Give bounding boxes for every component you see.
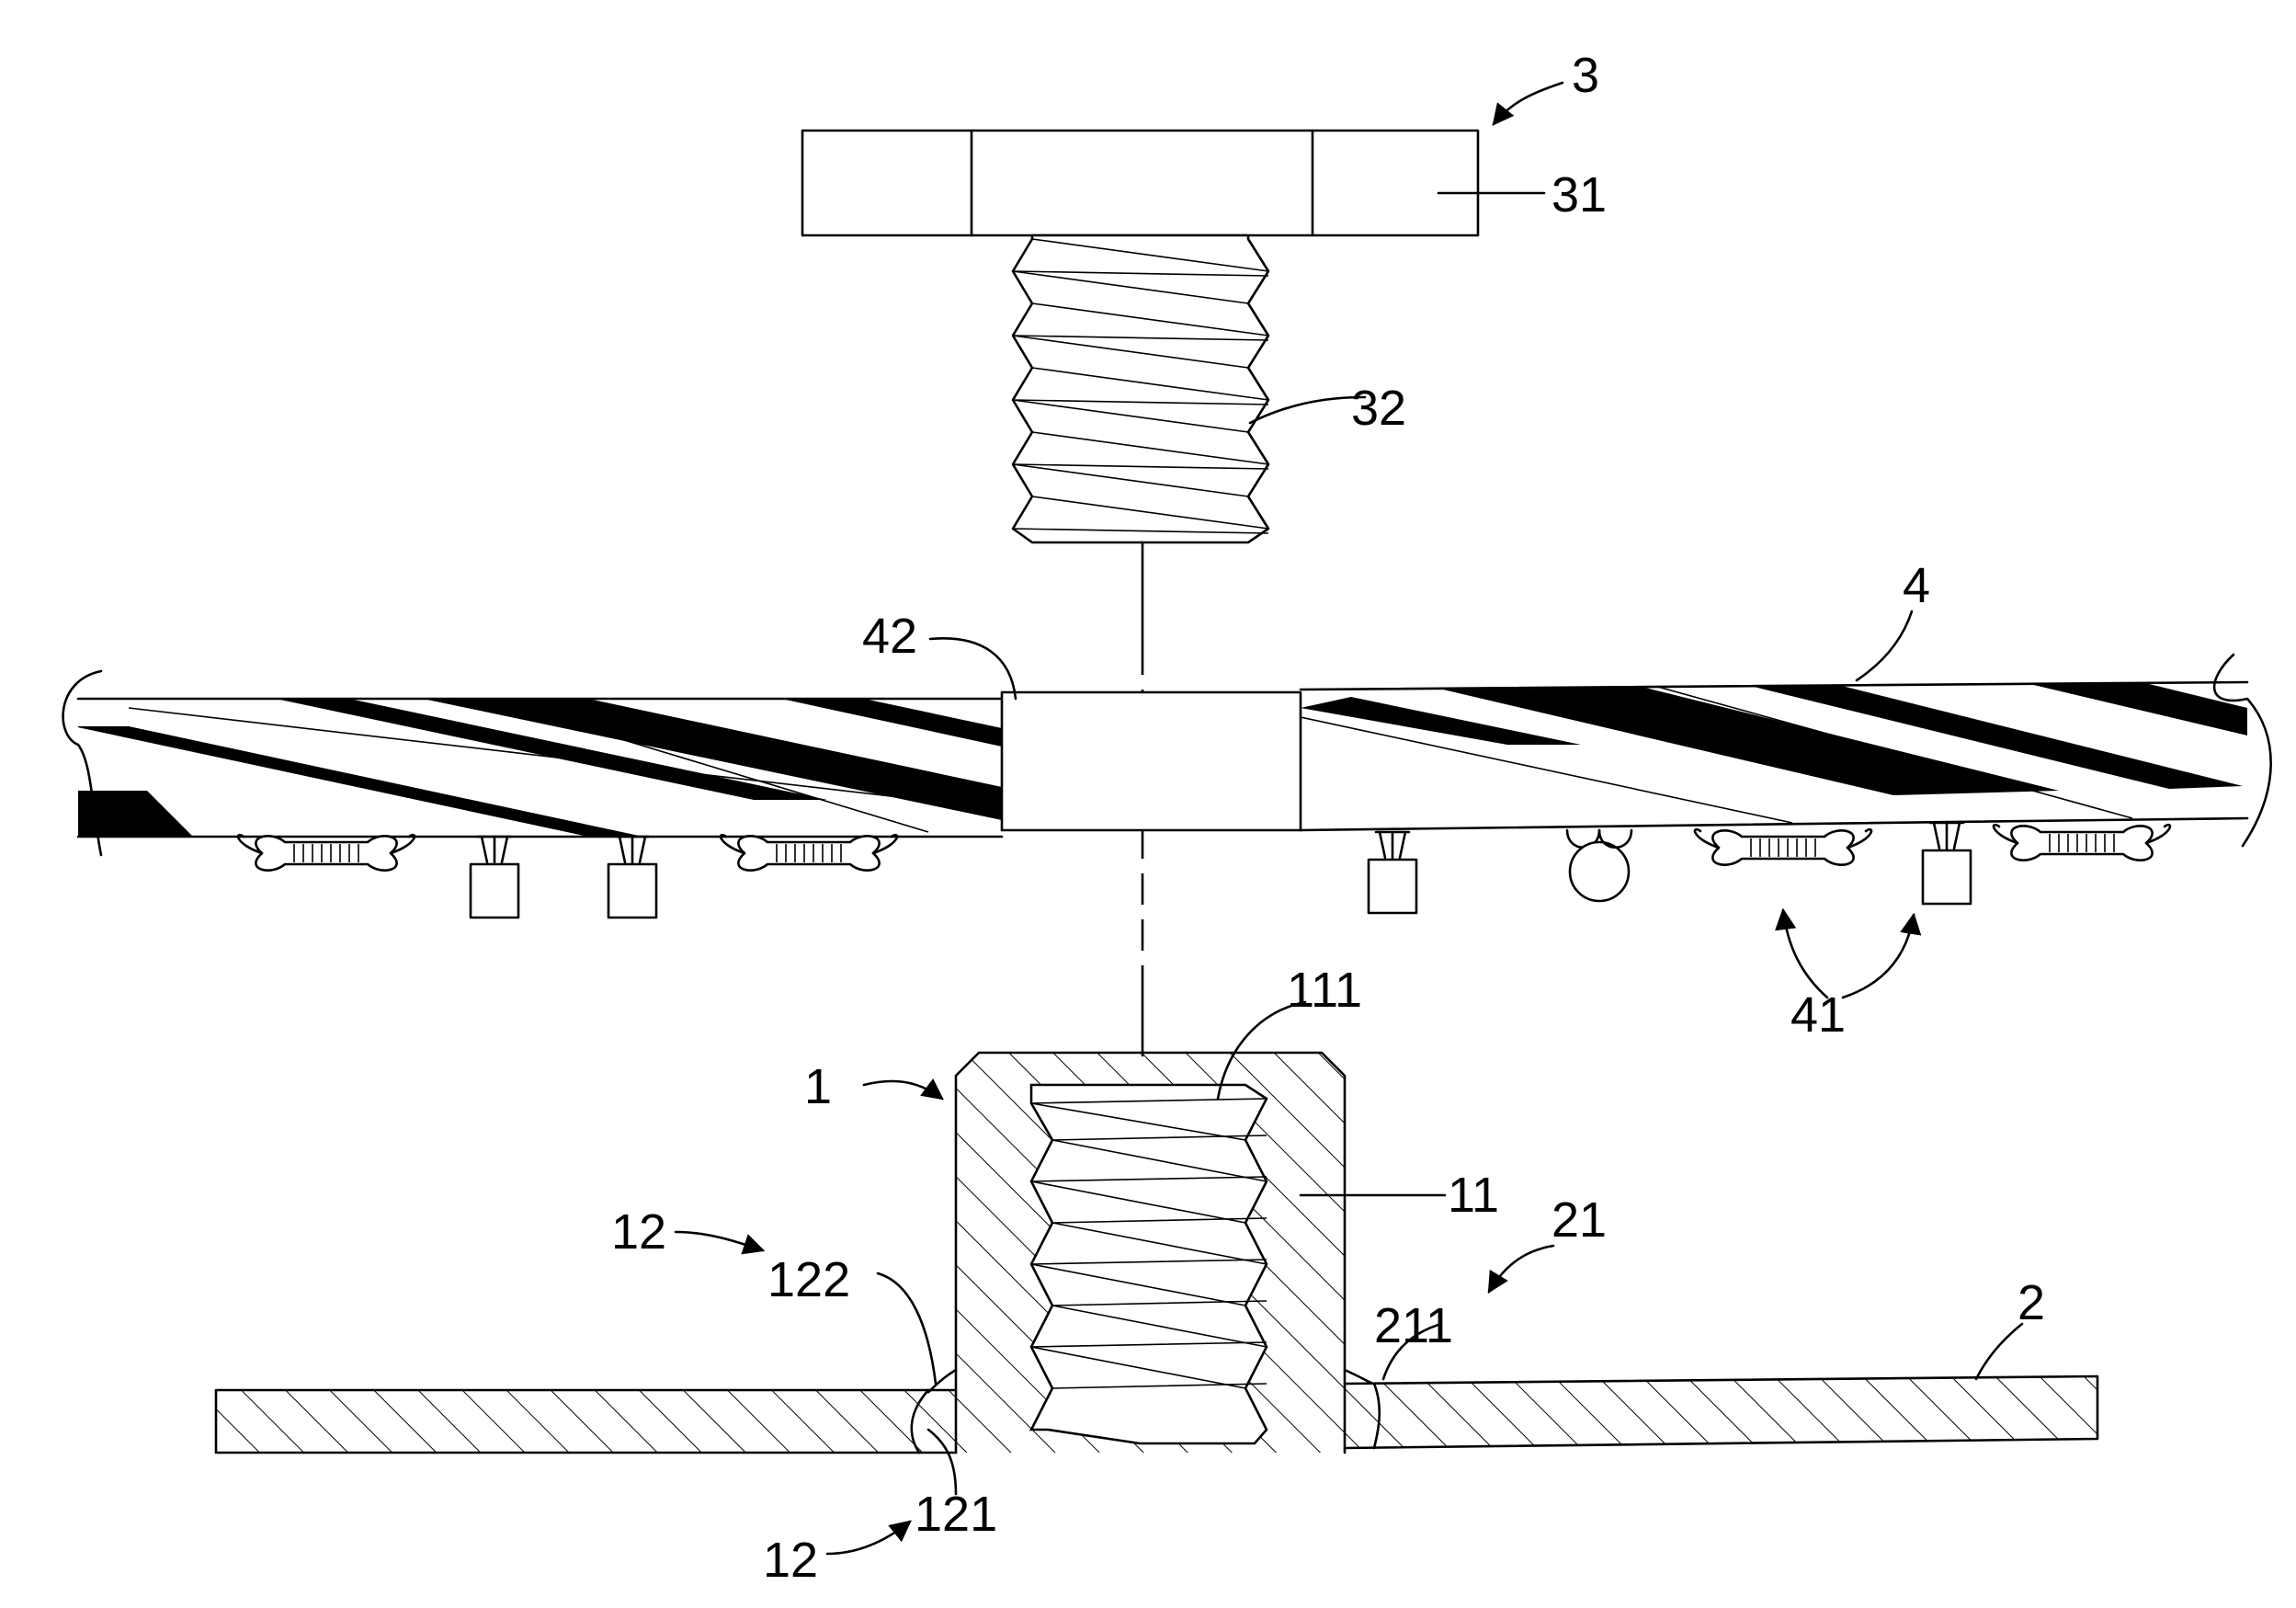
label-board-hole: 42 (862, 609, 917, 664)
label-joint-a-upper: 122 (767, 1252, 850, 1307)
label-joint-b: 12 (763, 1533, 818, 1588)
resistor (238, 835, 415, 870)
label-screw-head: 31 (1552, 167, 1607, 222)
resistor (1994, 825, 2170, 860)
crystal (1567, 830, 1631, 901)
screw-thread (1013, 235, 1268, 542)
resistor (1695, 829, 1871, 864)
circuit-board (63, 655, 2271, 855)
label-weld-fillet: 211 (1374, 1298, 1453, 1353)
label-components: 41 (1790, 987, 1846, 1043)
label-standoff-body: 11 (1448, 1168, 1499, 1223)
standoff (956, 1053, 1345, 1453)
label-screw: 3 (1572, 48, 1599, 103)
label-standoff-thread: 111 (1287, 963, 1362, 1018)
label-joint-a: 12 (611, 1204, 666, 1260)
label-board: 4 (1903, 558, 1930, 613)
label-screw-thread: 32 (1351, 381, 1406, 436)
label-weld: 21 (1552, 1192, 1607, 1248)
capacitor (608, 837, 656, 918)
label-joint-a-lower: 121 (915, 1487, 997, 1542)
resistor (721, 835, 897, 870)
capacitor (471, 837, 518, 918)
capacitor (1923, 823, 1971, 904)
capacitor (1369, 832, 1416, 913)
label-base-plate: 2 (2018, 1275, 2045, 1330)
screw (802, 131, 1478, 542)
board-hole (1002, 692, 1301, 830)
screw-head (802, 131, 1478, 235)
label-standoff: 1 (804, 1059, 832, 1114)
